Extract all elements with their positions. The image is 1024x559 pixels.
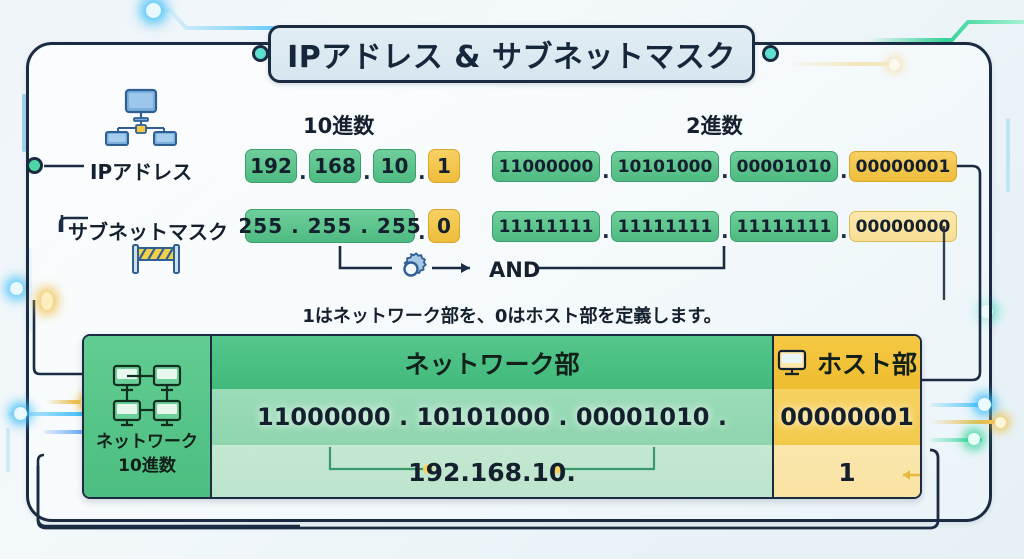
decimal-network-value: 192.168.10. bbox=[408, 457, 576, 487]
glow-dot-cyan-left bbox=[10, 282, 23, 295]
ip-address-label: IPアドレス bbox=[90, 160, 193, 184]
subnet-mask-label: サブネットマスク bbox=[68, 220, 228, 244]
ip-decimal-octet-2: 168 bbox=[309, 149, 361, 183]
ip-binary-dot-1: . bbox=[602, 159, 610, 183]
decimal-network-cell: 192.168.10. bbox=[212, 445, 772, 497]
header-host-label: ホスト部 bbox=[816, 349, 917, 379]
ip-decimal-octet-3: 10 bbox=[373, 149, 416, 183]
mask-decimal-dot: . bbox=[418, 220, 426, 244]
network-topology-icon bbox=[112, 365, 182, 427]
and-operation-label: AND bbox=[489, 258, 541, 282]
mask-binary-dot-2: . bbox=[721, 219, 729, 243]
result-rows: ネットワーク部 ホスト部 11000000 . 10101000 . 00001… bbox=[212, 336, 920, 497]
mask-decimal-host: 0 bbox=[428, 209, 460, 243]
mask-binary-octet-4: 00000000 bbox=[849, 211, 957, 242]
ip-decimal-octet-1: 192 bbox=[245, 149, 297, 183]
ip-decimal-dot-3: . bbox=[418, 160, 426, 184]
binary-network-value: 11000000 . 10101000 . 00001010 . bbox=[257, 403, 727, 431]
header-network-label: ネットワーク部 bbox=[404, 349, 580, 379]
mask-binary-octet-1: 11111111 bbox=[492, 211, 600, 242]
ip-binary-octet-3: 00001010 bbox=[730, 151, 838, 182]
result-binary-row: 11000000 . 10101000 . 00001010 . 0000000… bbox=[212, 389, 920, 445]
decimal-host-value: 1 bbox=[838, 457, 856, 487]
monitor-icon bbox=[777, 349, 807, 375]
mask-binary-octet-3: 11111111 bbox=[730, 211, 838, 242]
decimal-host-return-arrow bbox=[903, 470, 920, 480]
binary-network-cell: 11000000 . 10101000 . 00001010 . bbox=[212, 389, 772, 445]
mask-binary-octet-2: 11111111 bbox=[611, 211, 719, 242]
ip-binary-dot-3: . bbox=[840, 159, 848, 183]
glow-dot-cyan-top bbox=[146, 3, 161, 18]
ip-binary-dot-2: . bbox=[721, 159, 729, 183]
ip-binary-octet-2: 10101000 bbox=[611, 151, 719, 182]
result-side-label-cell: ネットワーク 10進数 bbox=[84, 336, 212, 497]
ip-decimal-octet-4: 1 bbox=[428, 149, 460, 183]
result-header-row: ネットワーク部 ホスト部 bbox=[212, 336, 920, 389]
ip-decimal-dot-1: . bbox=[299, 160, 307, 184]
mask-binary-dot-1: . bbox=[602, 219, 610, 243]
header-network-cell: ネットワーク部 bbox=[212, 336, 772, 389]
node-dot-right bbox=[762, 45, 779, 62]
header-host-cell: ホスト部 bbox=[772, 336, 920, 389]
explanation-caption: 1はネットワーク部を、0はホスト部を定義します。 bbox=[302, 306, 722, 327]
ip-binary-octet-4: 00000001 bbox=[849, 151, 957, 182]
mask-decimal-network: 255 . 255 . 255 bbox=[238, 209, 421, 243]
decimal-column-header: 10進数 bbox=[303, 114, 375, 138]
binary-host-cell: 00000001 bbox=[772, 389, 920, 445]
result-decimal-row: 192.168.10. 1 bbox=[212, 445, 920, 497]
ip-binary-octet-1: 11000000 bbox=[492, 151, 600, 182]
binary-host-value: 00000001 bbox=[780, 403, 914, 431]
ip-decimal-dot-2: . bbox=[363, 160, 371, 184]
binary-column-header: 2進数 bbox=[686, 114, 743, 138]
node-dot-ip-row bbox=[26, 157, 43, 174]
diagram-title: IPアドレス & サブネットマスク bbox=[268, 25, 755, 83]
result-side-label-line2: 10進数 bbox=[118, 455, 176, 476]
decimal-host-cell: 1 bbox=[772, 445, 920, 497]
mask-binary-dot-3: . bbox=[840, 219, 848, 243]
result-table: ネットワーク 10進数 ネットワーク部 ホスト部 bbox=[82, 334, 922, 499]
result-side-label-line1: ネットワーク bbox=[96, 432, 198, 453]
node-dot-left bbox=[252, 45, 269, 62]
diagram-title-text: IPアドレス & サブネットマスク bbox=[287, 40, 736, 75]
